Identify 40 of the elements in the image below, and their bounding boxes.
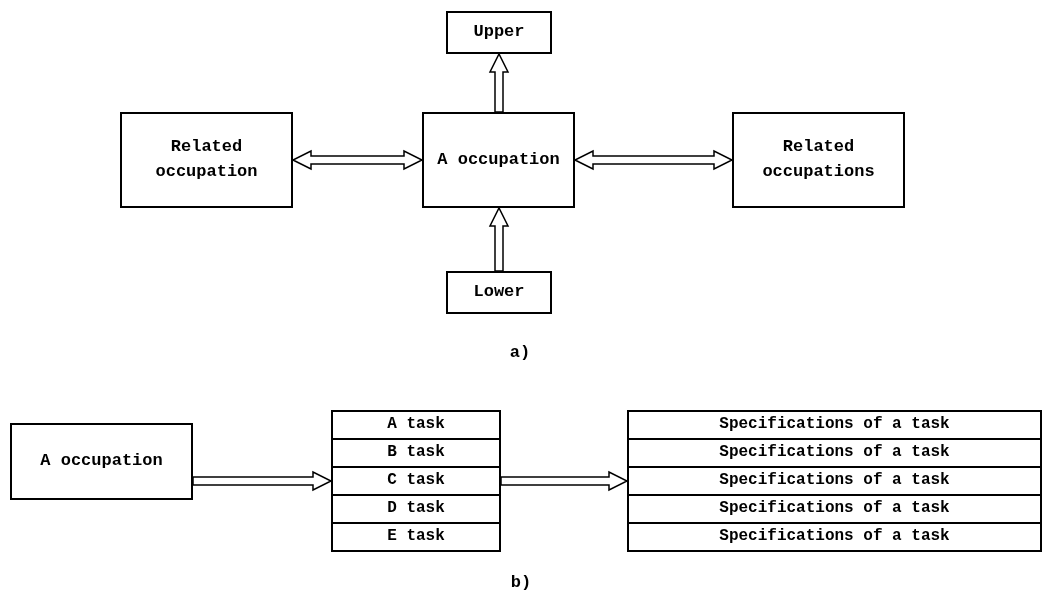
box-text: A occupation [40,450,163,473]
box-text: Lower [473,281,525,304]
panel-label: b) [510,573,532,592]
hollow-arrow [291,149,423,171]
hollow-arrow [500,470,628,492]
table-row [627,438,1042,468]
hollow-arrow [573,149,733,171]
hollow-arrow [488,53,510,113]
table-row [331,522,501,552]
box-text: Related occupations [761,136,876,183]
table-row [331,466,501,496]
table-row [331,494,501,524]
box-text: A task [387,414,445,436]
box-text: Specifications of a task [719,414,950,436]
hollow-arrow [192,470,332,492]
occupation-box [422,112,575,208]
occupation-box [446,271,552,314]
box-text: C task [387,470,445,492]
box-text: A occupation [437,148,560,171]
table-row [331,410,501,440]
table-row [627,494,1042,524]
table-row [627,410,1042,440]
box-text: Related occupation [154,136,259,183]
table-row [331,438,501,468]
box-text: Specifications of a task [719,442,950,464]
occupation-box [732,112,905,208]
box-text: Specifications of a task [719,498,950,520]
table-row [627,466,1042,496]
box-text: E task [387,526,445,548]
occupation-box [10,423,193,500]
hollow-arrow [488,207,510,272]
box-text: Specifications of a task [719,526,950,548]
table-row [627,522,1042,552]
occupation-box [120,112,293,208]
occupation-box [446,11,552,54]
box-text: D task [387,498,445,520]
box-text: Specifications of a task [719,470,950,492]
panel-label: a) [509,343,531,362]
box-text: B task [387,442,445,464]
box-text: Upper [473,21,525,44]
